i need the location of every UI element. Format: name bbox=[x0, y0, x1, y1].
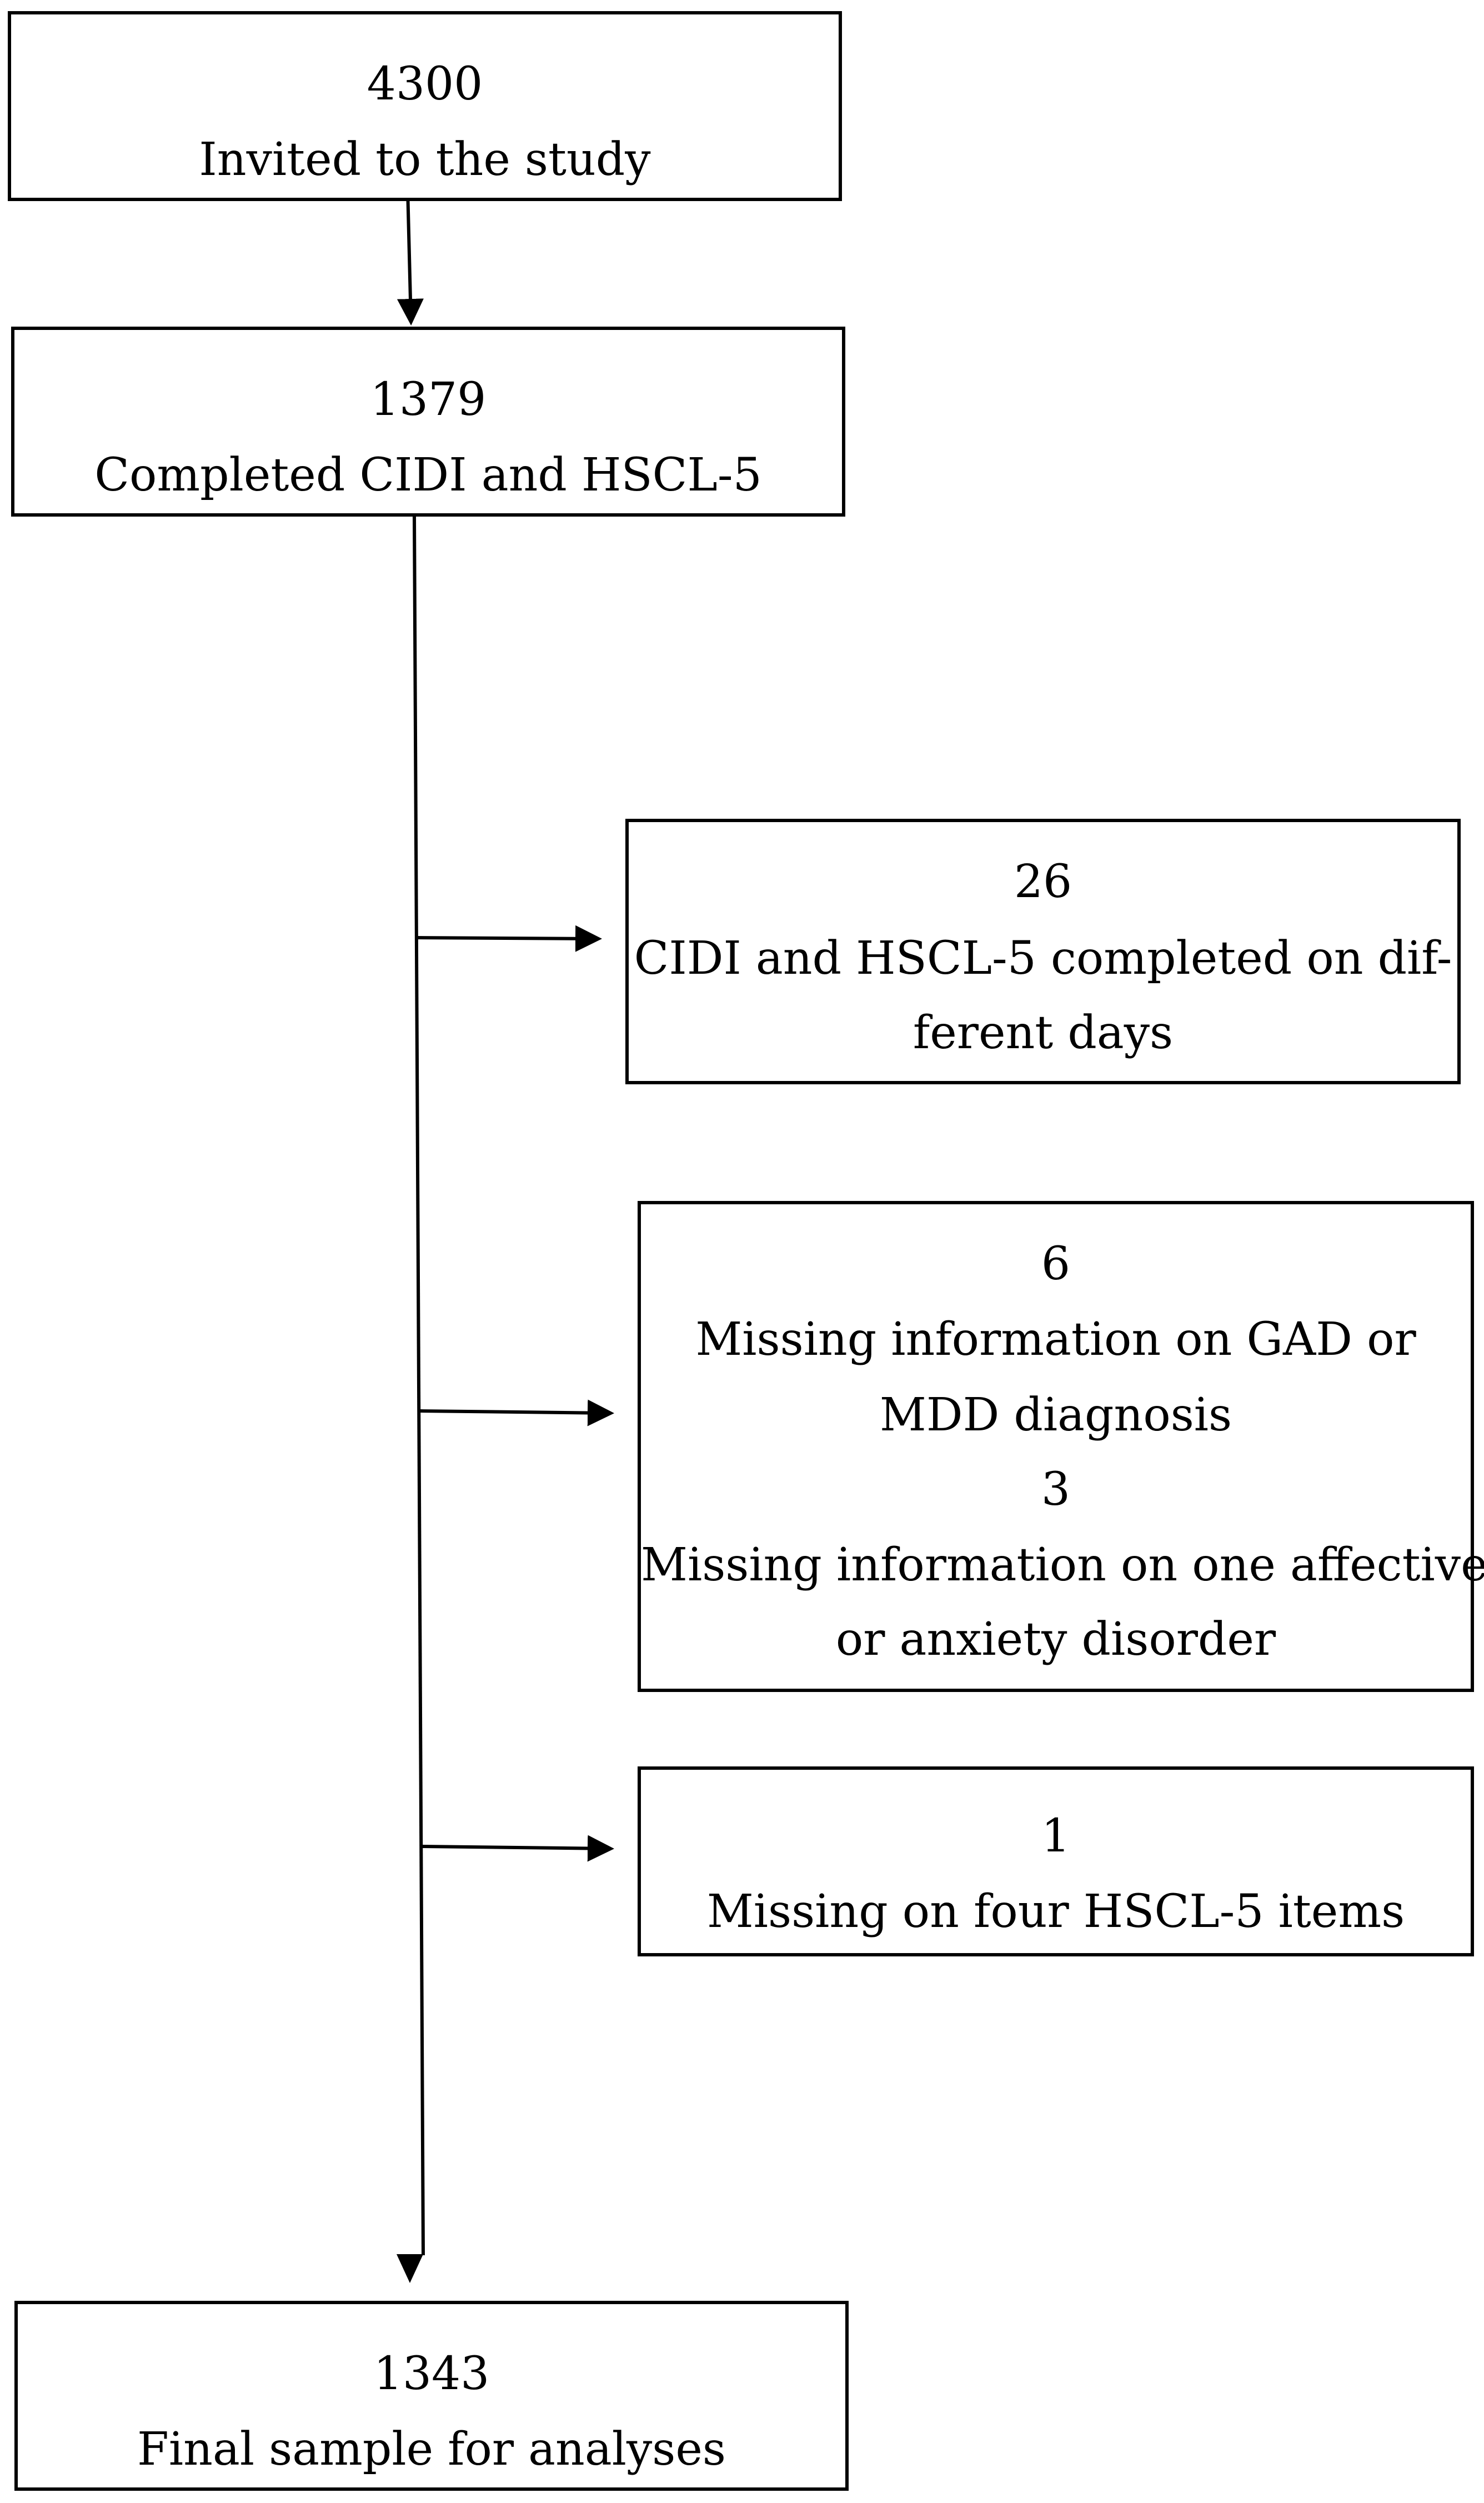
exclusion-missing-count-b: 3 bbox=[1041, 1463, 1071, 1516]
exclusion-missing-count-a: 6 bbox=[1041, 1238, 1071, 1290]
invited-box: 4300 Invited to the study bbox=[8, 11, 842, 201]
exclusion-items-count: 1 bbox=[1041, 1810, 1071, 1863]
arrow-to-exclusion-days bbox=[416, 925, 602, 952]
exclusion-items-label: Missing on four HSCL-5 items bbox=[706, 1885, 1405, 1938]
exclusion-days-label-line2: ferent days bbox=[913, 1007, 1174, 1059]
arrowhead-final bbox=[397, 2254, 423, 2283]
exclusion-missing-label-a-line2: MDD diagnosis bbox=[879, 1389, 1232, 1441]
arrow-to-exclusion-items bbox=[422, 1835, 614, 1862]
exclusion-missing-label-b-line2: or anxiety disorder bbox=[835, 1613, 1276, 1666]
invited-label: Invited to the study bbox=[199, 133, 651, 186]
exclusion-missing-info-box: 6 Missing information on GAD or MDD diag… bbox=[638, 1201, 1484, 1692]
exclusion-days-label-line1: CIDI and HSCL-5 completed on dif- bbox=[634, 932, 1452, 985]
exclusion-hscl-items-box: 1 Missing on four HSCL-5 items bbox=[638, 1766, 1474, 1956]
final-sample-box: 1343 Final sample for analyses bbox=[14, 2301, 849, 2491]
final-label: Final sample for analyses bbox=[137, 2423, 726, 2476]
final-count: 1343 bbox=[373, 2347, 490, 2400]
completed-count: 1379 bbox=[370, 373, 487, 426]
exclusion-missing-label-a-line1: Missing information on GAD or bbox=[695, 1313, 1416, 1366]
arrow-to-exclusion-missing bbox=[419, 1399, 614, 1426]
invited-count: 4300 bbox=[367, 58, 483, 111]
main-flow-line bbox=[413, 516, 425, 2256]
arrow-invited-to-completed bbox=[397, 188, 424, 326]
exclusion-missing-label-b-line1: Missing information on one affective bbox=[641, 1539, 1484, 1591]
completed-label: Completed CIDI and HSCL-5 bbox=[94, 449, 762, 502]
completed-box: 1379 Completed CIDI and HSCL-5 bbox=[11, 327, 845, 517]
exclusion-different-days-box: 26 CIDI and HSCL-5 completed on dif- fer… bbox=[625, 819, 1461, 1084]
exclusion-days-count: 26 bbox=[1014, 855, 1072, 908]
